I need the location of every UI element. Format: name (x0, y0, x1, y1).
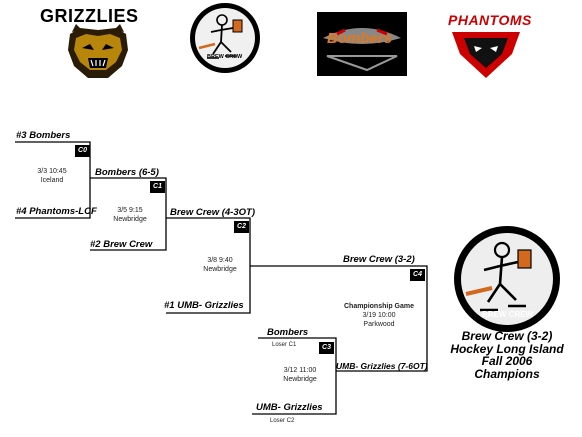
c0-date: 3/3 10:45 (37, 168, 67, 175)
c0-bottom-team: #4 Phantoms-LCF (16, 206, 97, 217)
c4-venue: Parkwood (363, 321, 395, 328)
grizzlies-logo-text: GRIZZLIES (40, 6, 139, 26)
bombers-logo: Bombers (317, 12, 407, 76)
c2-top-team: Brew Crew (4-3OT) (170, 207, 255, 218)
champion-line-1: Brew Crew (3-2) (461, 329, 553, 343)
c1-venue: Newbridge (113, 216, 147, 223)
c3-top-note: Loser C1 (272, 342, 297, 348)
c4-game-label: C4 (410, 269, 425, 281)
c0-top-team: #3 Bombers (16, 130, 71, 141)
c1-game-label: C1 (150, 181, 165, 193)
bombers-logo-text: Bombers (327, 30, 393, 47)
champion-line-3: Fall 2006 (481, 354, 533, 368)
c4-title: Championship Game (343, 303, 414, 310)
brewcrew-logo-text: BREW CREW (207, 54, 243, 60)
c1-bottom-team: #2 Brew Crew (90, 239, 153, 250)
c2-info: 3/8 9:40 Newbridge (193, 256, 247, 274)
c2-venue: Newbridge (203, 266, 237, 273)
c0-game-label: C0 (75, 145, 90, 157)
champion-logo: BREW CREW (452, 224, 562, 334)
c1-top-team: Bombers (6-5) (95, 167, 159, 178)
bomber-plane-icon (323, 28, 401, 72)
c3-bottom-team: UMB- Grizzlies (256, 402, 323, 413)
bear-head-icon (68, 24, 128, 78)
c2-game-label: C2 (234, 221, 249, 233)
c1-date: 3/5 9:15 (117, 207, 143, 214)
c2-bottom-team: #1 UMB- Grizzlies (164, 300, 244, 311)
phantom-mask-icon (452, 32, 520, 78)
brewcrew-logo: BREW CREW (189, 2, 261, 74)
champion-logo-text: BREW CREW (482, 310, 534, 319)
c4-date: 3/19 10:00 (362, 312, 396, 319)
c4-info: Championship Game 3/19 10:00 Parkwood (336, 302, 422, 329)
c3-info: 3/12 11:00 Newbridge (274, 366, 326, 384)
c3-game-label: C3 (319, 342, 334, 354)
brewcrew-skater-icon (190, 3, 260, 73)
c4-top-team: Brew Crew (3-2) (343, 254, 415, 265)
c3-date: 3/12 11:00 (283, 367, 317, 374)
c1-info: 3/5 9:15 Newbridge (104, 206, 156, 224)
champion-skater-icon (454, 226, 560, 332)
c2-date: 3/8 9:40 (207, 257, 233, 264)
champion-announcement: Brew Crew (3-2) Hockey Long Island Fall … (432, 330, 582, 380)
phantoms-logo-text: PHANTOMS (448, 12, 532, 28)
c0-info: 3/3 10:45 Iceland (28, 167, 76, 185)
c4-bottom-team: UMB- Grizzlies (7-6OT) (336, 361, 428, 371)
c0-venue: Iceland (40, 177, 64, 184)
c3-venue: Newbridge (283, 376, 317, 383)
champion-line-2: Hockey Long Island (450, 341, 564, 356)
grizzlies-logo: GRIZZLIES (36, 4, 160, 84)
phantoms-logo: PHANTOMS (440, 8, 532, 80)
champion-line-4: Champions (474, 366, 540, 381)
c3-top-team: Bombers (267, 327, 309, 338)
c3-bottom-note: Loser C2 (270, 418, 295, 424)
